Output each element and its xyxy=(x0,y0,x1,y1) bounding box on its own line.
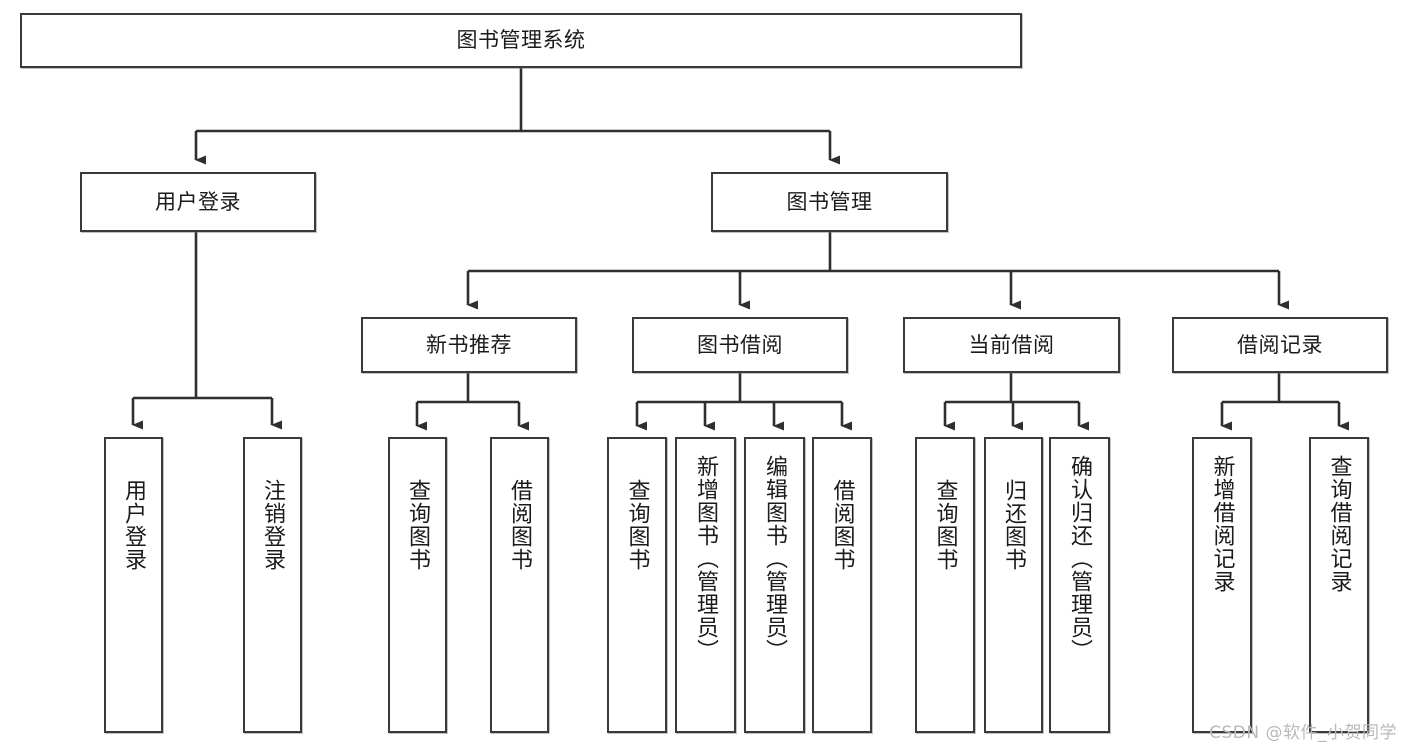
node-label: 图书借阅 xyxy=(697,332,783,357)
node-label: 借阅图书 xyxy=(507,479,533,571)
node-label: 用户登录 xyxy=(155,189,241,214)
leaf-current-confirm-return-admin[interactable]: 确认归还（管理员） xyxy=(1049,437,1110,733)
leaf-borrow-borrow-book[interactable]: 借阅图书 xyxy=(812,437,872,733)
node-label: 新增借阅记录 xyxy=(1209,455,1235,593)
leaf-recommend-query-book[interactable]: 查询图书 xyxy=(388,437,447,733)
watermark-text: CSDN @软件_小贺同学 xyxy=(1209,723,1397,743)
node-current-borrow[interactable]: 当前借阅 xyxy=(903,317,1120,373)
leaf-user-login-login[interactable]: 用户登录 xyxy=(104,437,163,733)
node-label: 查询图书 xyxy=(405,479,431,571)
node-borrow-record[interactable]: 借阅记录 xyxy=(1172,317,1388,373)
leaf-recommend-borrow-book[interactable]: 借阅图书 xyxy=(490,437,549,733)
node-label: 查询图书 xyxy=(624,479,650,571)
node-label: 借阅记录 xyxy=(1237,332,1323,357)
leaf-user-login-logout[interactable]: 注销登录 xyxy=(243,437,302,733)
node-label: 新书推荐 xyxy=(426,332,512,357)
node-root-system[interactable]: 图书管理系统 xyxy=(20,13,1022,68)
node-label: 查询借阅记录 xyxy=(1326,455,1352,593)
node-label: 归还图书 xyxy=(1001,479,1027,571)
node-label: 确认归还（管理员） xyxy=(1067,455,1093,662)
node-label: 图书管理 xyxy=(786,189,873,214)
node-user-login[interactable]: 用户登录 xyxy=(80,172,316,232)
node-label: 图书管理系统 xyxy=(456,28,586,53)
node-label: 编辑图书（管理员） xyxy=(762,455,788,662)
node-new-book-recommend[interactable]: 新书推荐 xyxy=(361,317,577,373)
node-label: 查询图书 xyxy=(932,479,958,571)
leaf-current-return-book[interactable]: 归还图书 xyxy=(984,437,1043,733)
leaf-current-query-book[interactable]: 查询图书 xyxy=(915,437,975,733)
node-label: 注销登录 xyxy=(260,479,286,571)
leaf-record-add-record[interactable]: 新增借阅记录 xyxy=(1192,437,1252,733)
leaf-record-query-record[interactable]: 查询借阅记录 xyxy=(1309,437,1369,733)
node-label: 当前借阅 xyxy=(968,332,1055,357)
node-book-management[interactable]: 图书管理 xyxy=(711,172,948,232)
node-label: 用户登录 xyxy=(121,479,147,571)
node-book-borrow[interactable]: 图书借阅 xyxy=(632,317,848,373)
leaf-borrow-edit-book-admin[interactable]: 编辑图书（管理员） xyxy=(744,437,805,733)
leaf-borrow-query-book[interactable]: 查询图书 xyxy=(607,437,667,733)
node-label: 新增图书（管理员） xyxy=(693,455,719,662)
leaf-borrow-add-book-admin[interactable]: 新增图书（管理员） xyxy=(675,437,736,733)
node-label: 借阅图书 xyxy=(829,479,855,571)
